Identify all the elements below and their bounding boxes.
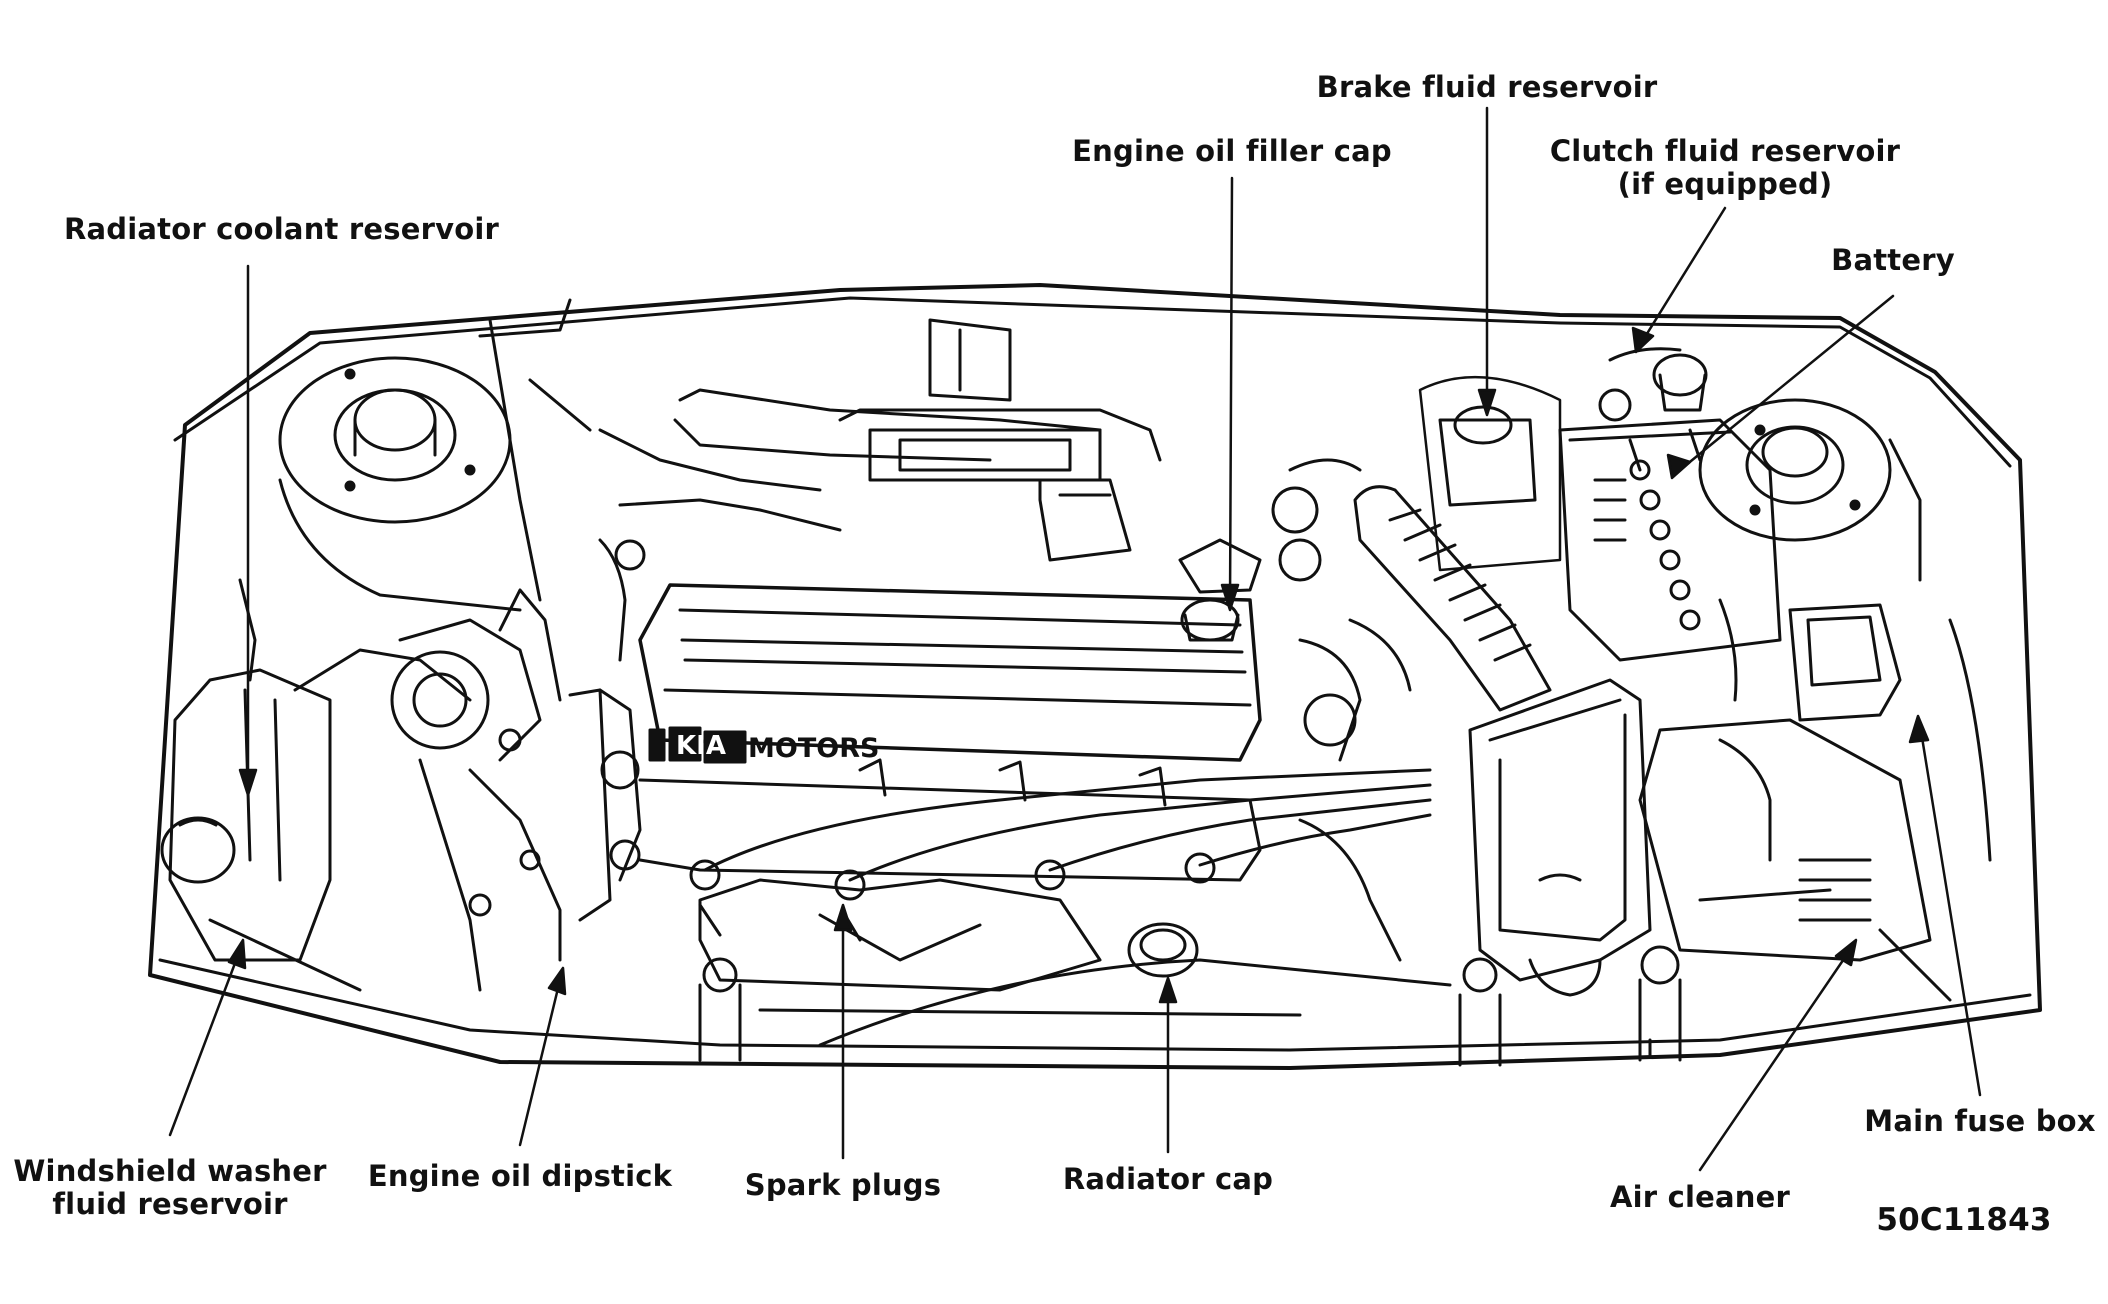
leader-oil-filler-cap xyxy=(1228,176,1234,607)
arrow-radiator-cap xyxy=(1158,976,1178,1004)
label-brake-fluid-reservoir: Brake fluid reservoir xyxy=(1316,70,1658,104)
label-clutch-fluid-reservoir: Clutch fluid reservoir xyxy=(1549,134,1901,168)
fuse-box-shape xyxy=(1638,603,1932,962)
leader-washer-reservoir xyxy=(168,948,242,1137)
label-engine-oil-dipstick: Engine oil dipstick xyxy=(367,1159,673,1193)
leader-battery xyxy=(1678,294,1895,472)
brake-reservoir xyxy=(1418,375,1632,572)
spark-plug-wires xyxy=(689,768,1432,942)
leader-clutch-reservoir xyxy=(1638,206,1727,347)
intake-duct xyxy=(598,318,1162,562)
radiator-support xyxy=(698,878,1682,1067)
arrow-oil-dipstick xyxy=(547,966,567,996)
label-windshield-washer-line1: Windshield washer xyxy=(13,1154,327,1188)
arrow-coolant-reservoir xyxy=(238,768,258,797)
engine-logo-brand: KIA xyxy=(676,731,726,761)
arrow-main-fuse-box xyxy=(1908,714,1930,744)
right-strut-tower xyxy=(1698,398,1892,542)
oil-filler-cap-shape xyxy=(1178,538,1262,642)
left-strut-tower xyxy=(278,318,592,612)
engine-logo-text: MOTORS xyxy=(748,733,879,764)
arrow-spark-plugs xyxy=(833,903,853,932)
leader-main-fuse-box xyxy=(1918,723,1982,1097)
label-air-cleaner: Air cleaner xyxy=(1610,1180,1790,1214)
engine-logo-badge xyxy=(648,726,747,764)
figure-code: 50C11843 xyxy=(1876,1202,2052,1238)
label-radiator-coolant-reservoir: Radiator coolant reservoir xyxy=(64,212,499,246)
callout-leader-lines xyxy=(168,106,1982,1172)
label-clutch-fluid-reservoir-note: (if equipped) xyxy=(1617,167,1833,201)
clutch-reservoir xyxy=(1608,347,1708,412)
arrow-washer-reservoir xyxy=(227,938,247,970)
arrow-clutch-reservoir xyxy=(1631,326,1655,354)
leader-oil-dipstick xyxy=(518,978,562,1147)
valve-cover xyxy=(568,583,1262,922)
label-battery: Battery xyxy=(1831,243,1955,277)
arrow-battery xyxy=(1666,453,1692,480)
label-radiator-cap: Radiator cap xyxy=(1062,1162,1274,1196)
air-intake-hose xyxy=(1271,458,1552,712)
engine-bay-outline xyxy=(148,283,2042,1070)
arrow-air-cleaner xyxy=(1834,938,1858,967)
radiator-cap-shape xyxy=(1127,922,1199,978)
label-spark-plugs: Spark plugs xyxy=(744,1168,942,1202)
alternator-area xyxy=(390,538,646,992)
arrow-oil-filler-cap xyxy=(1220,583,1240,612)
arrow-brake-reservoir xyxy=(1477,388,1497,417)
label-windshield-washer-line2: fluid reservoir xyxy=(52,1187,288,1221)
leader-air-cleaner xyxy=(1698,948,1852,1172)
label-main-fuse-box: Main fuse box xyxy=(1864,1104,2096,1138)
label-engine-oil-filler-cap: Engine oil filler cap xyxy=(1072,134,1392,168)
air-cleaner-box xyxy=(1468,678,1652,997)
misc-hoses xyxy=(1298,438,1992,1002)
